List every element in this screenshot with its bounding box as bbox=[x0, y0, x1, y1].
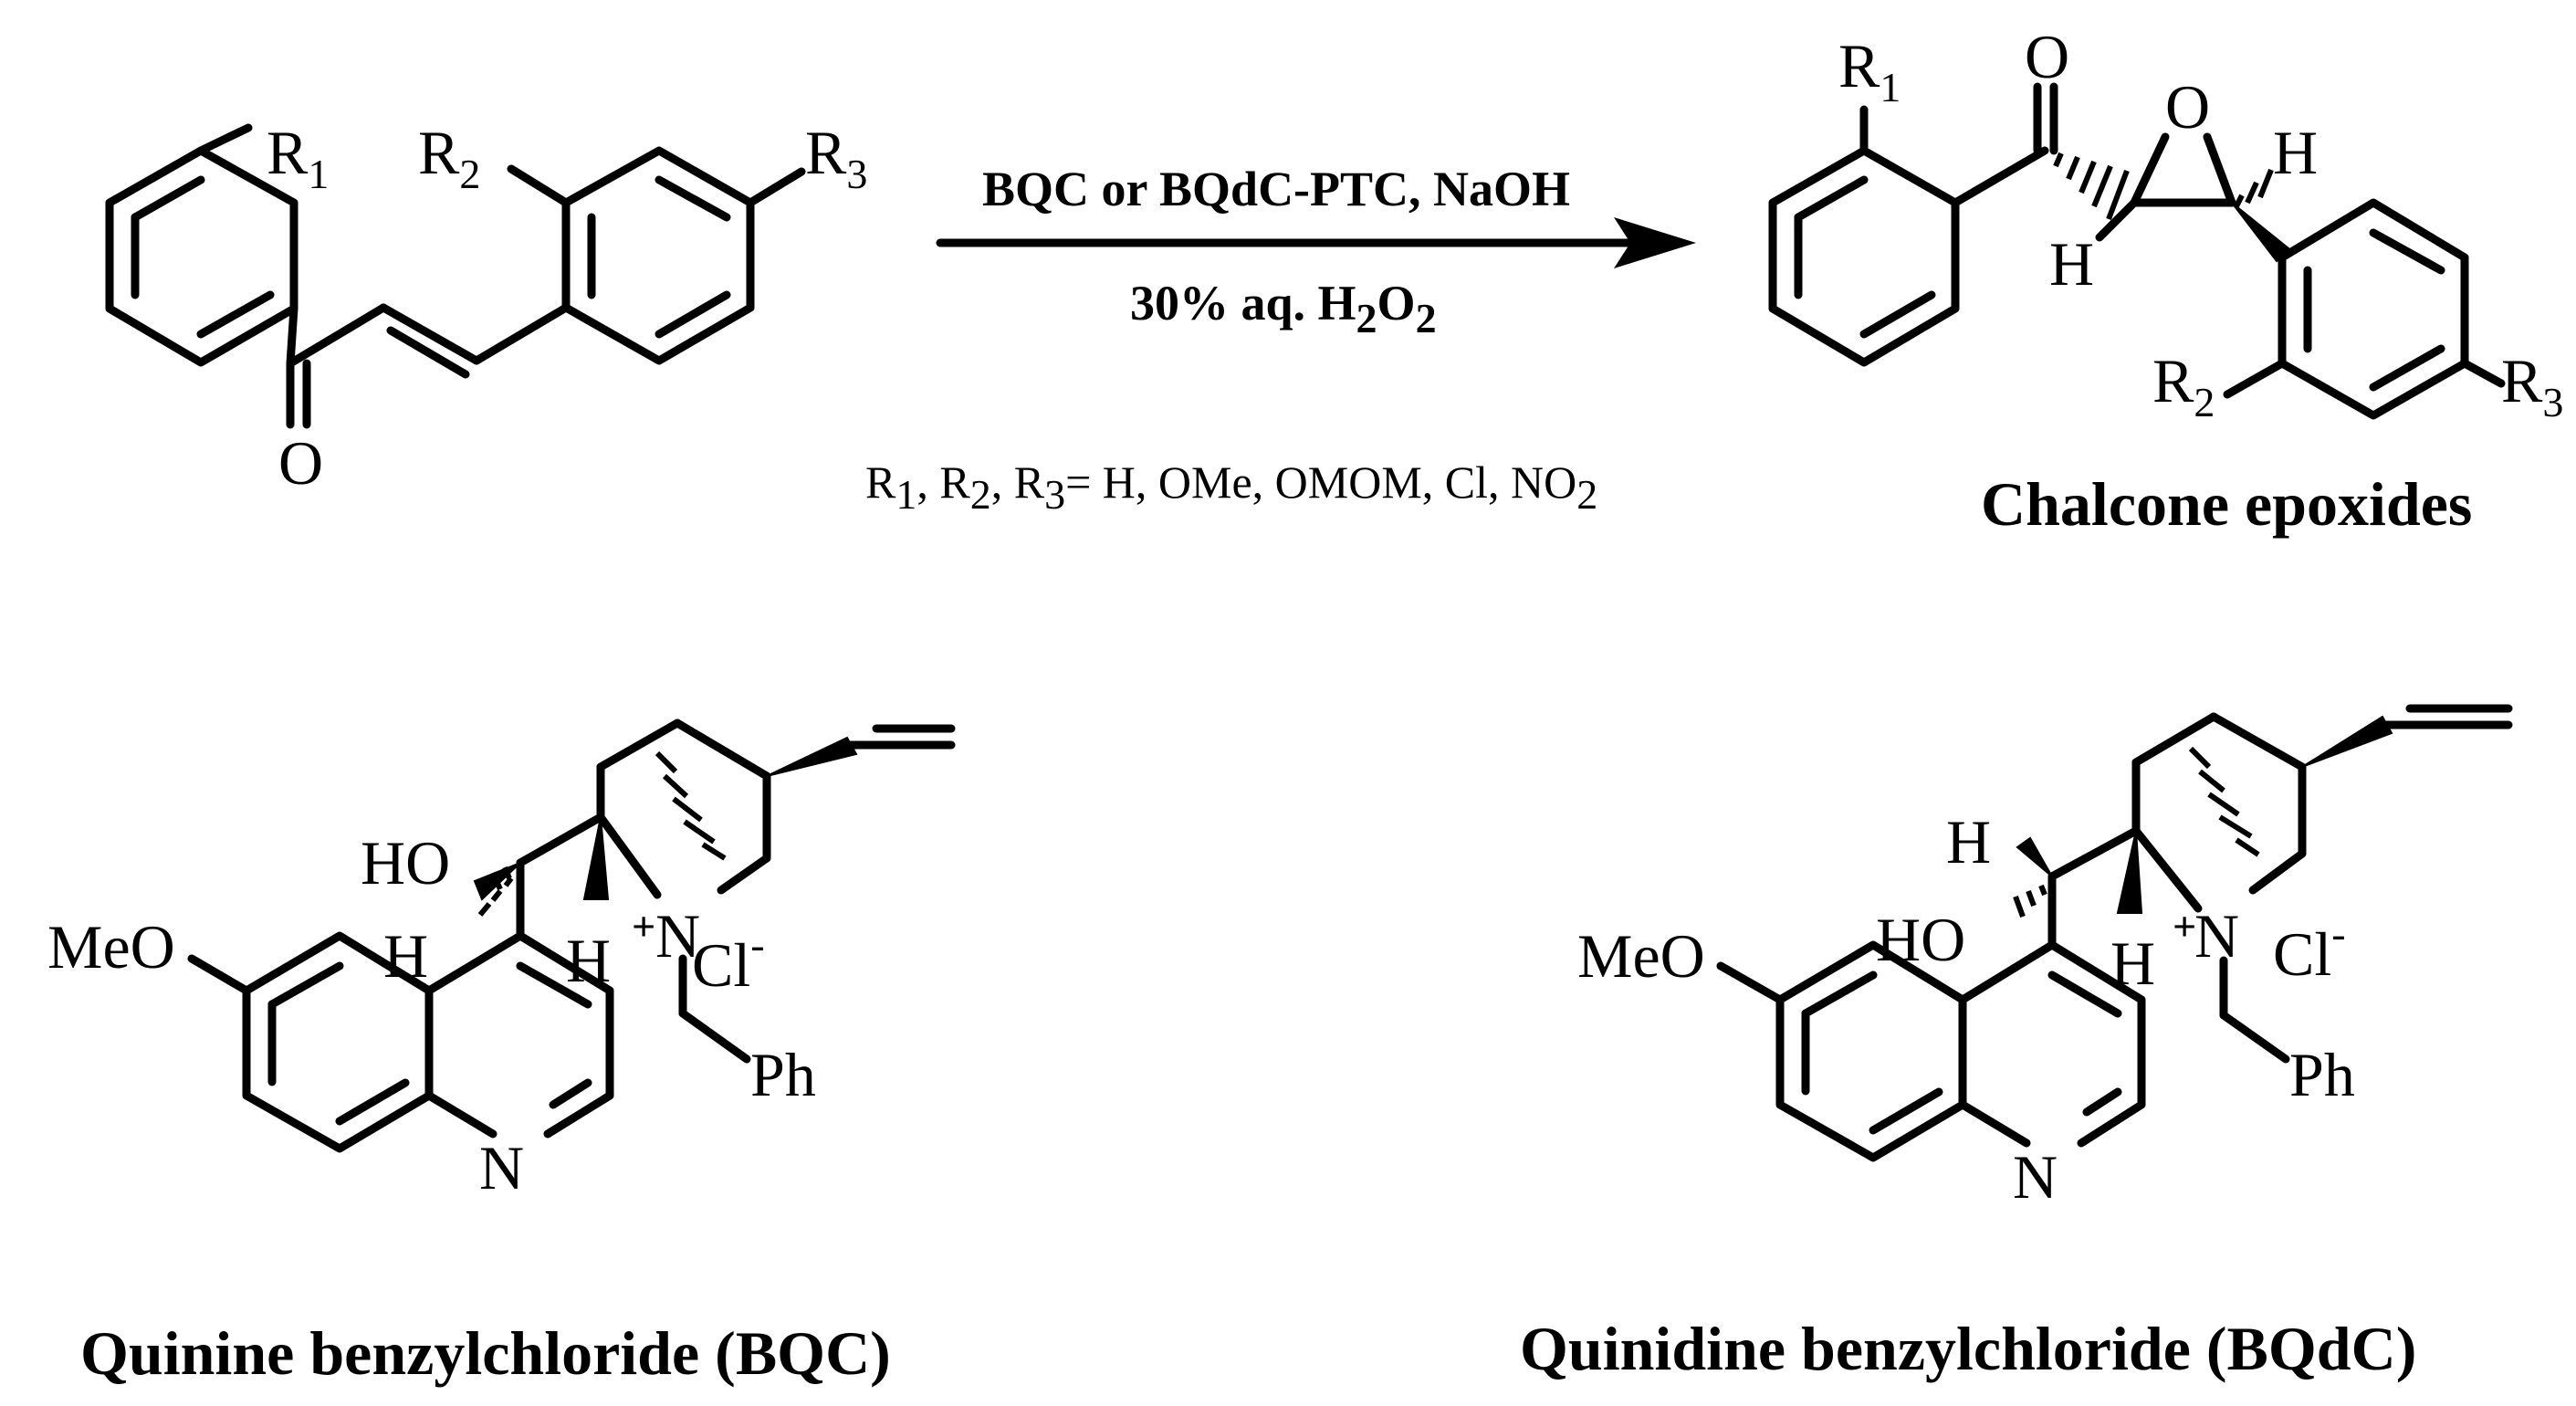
chalcone-r1-label: R1 bbox=[267, 118, 329, 197]
bqc-ho-label: HO bbox=[361, 828, 450, 897]
reagents-line-2: 30% aq. H2O2 bbox=[1130, 276, 1437, 341]
chalcone-r2-label: R2 bbox=[418, 118, 480, 197]
reagents-line-1: BQC or BQdC-PTC, NaOH bbox=[982, 162, 1570, 216]
epoxide-ring-o: O bbox=[2165, 72, 2210, 142]
bqdc-quinoline-n: N bbox=[2013, 1142, 2058, 1212]
bqc-n-label: N bbox=[655, 901, 700, 971]
bqc-h1-label: H bbox=[383, 921, 428, 991]
bqdc-n-label: N bbox=[2194, 901, 2239, 971]
epoxide-r2-label: R2 bbox=[2152, 346, 2215, 425]
bqdc-caption: Quinidine benzylchloride (BQdC) bbox=[1520, 1314, 2416, 1383]
bqdc-meo-label: MeO bbox=[1577, 921, 1705, 991]
epoxide-h-left: H bbox=[2049, 229, 2094, 299]
epoxide-r1-label: R1 bbox=[1838, 31, 1901, 110]
epoxide-caption: Chalcone epoxides bbox=[1981, 469, 2472, 539]
reaction-arrow bbox=[936, 217, 1696, 268]
epoxide-r3-label: R3 bbox=[2501, 346, 2563, 425]
bqdc-cl-label: Cl- bbox=[2273, 910, 2346, 989]
bqc-h2-label: H bbox=[566, 926, 611, 995]
bqdc-h-top-label: H bbox=[1946, 807, 1991, 876]
chalcone-r3-label: R3 bbox=[805, 118, 867, 197]
bqdc-n-charge: + bbox=[2173, 903, 2196, 950]
chalcone-carbonyl-o: O bbox=[278, 428, 323, 498]
epoxide-carbonyl-o: O bbox=[2025, 22, 2069, 91]
chalcone-structure bbox=[105, 123, 806, 429]
epoxide-structure bbox=[1768, 82, 2506, 420]
bqc-caption: Quinine benzylchloride (BQC) bbox=[80, 1318, 891, 1388]
bqc-n-charge: + bbox=[632, 903, 655, 950]
substituent-definitions: R1, R2, R3= H, OMe, OMOM, Cl, NO2 bbox=[865, 456, 1597, 518]
bqdc-ph-label: Ph bbox=[2289, 1040, 2355, 1109]
bqc-quinoline-n: N bbox=[479, 1133, 524, 1202]
bqdc-ho-label: HO bbox=[1876, 905, 1965, 974]
bqdc-h2-label: H bbox=[2110, 929, 2155, 998]
bqc-meo-label: MeO bbox=[47, 912, 175, 981]
bqdc-structure bbox=[1716, 704, 2513, 1162]
epoxide-h-right: H bbox=[2273, 118, 2318, 187]
bqc-structure bbox=[187, 719, 956, 1153]
bqc-cl-label: Cl- bbox=[692, 921, 765, 1000]
bqc-ph-label: Ph bbox=[750, 1040, 816, 1109]
